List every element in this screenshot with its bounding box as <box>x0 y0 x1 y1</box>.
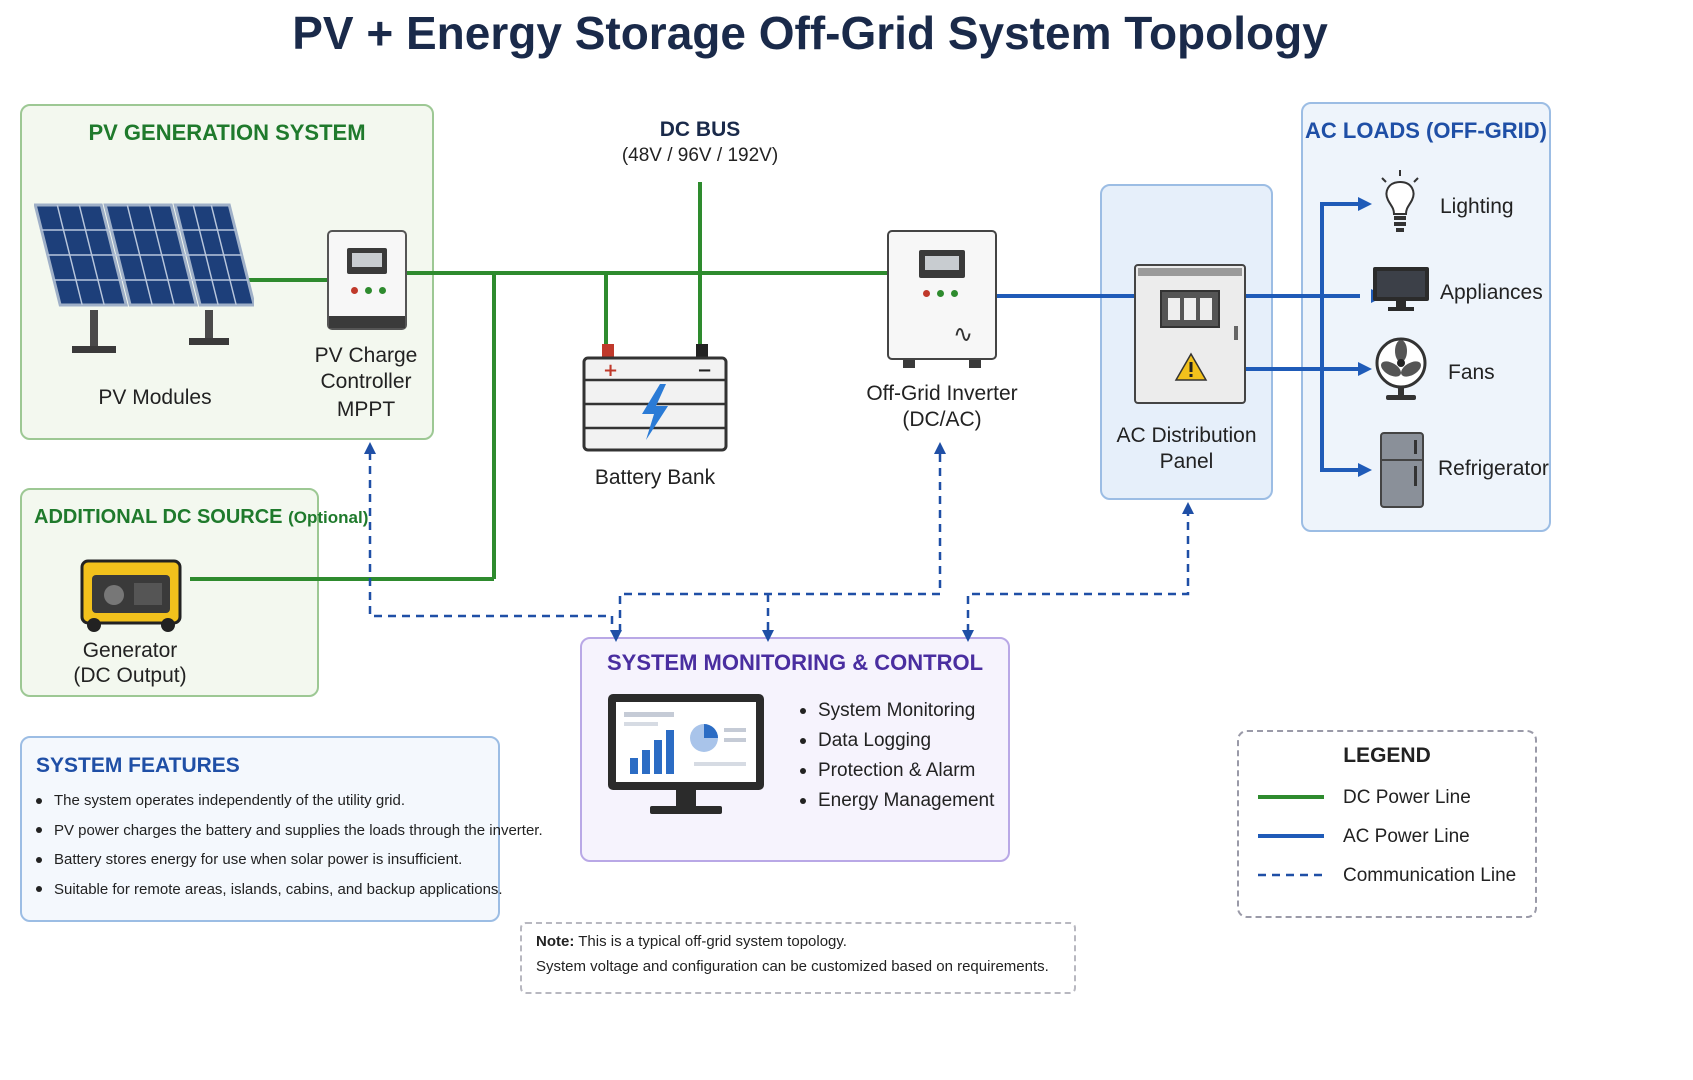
lightning-icon <box>642 384 668 440</box>
ac-loads-header: AC LOADS (OFF-GRID) <box>1305 118 1547 143</box>
load-refrigerator-label: Refrigerator <box>1438 457 1549 480</box>
legend-comm-label: Communication Line <box>1343 865 1517 886</box>
distribution-cabinet <box>1134 264 1246 404</box>
note-label: Note: <box>536 933 575 950</box>
additional-dc-header: ADDITIONAL DC SOURCE (Optional) <box>34 506 368 529</box>
additional-dc-optional: (Optional) <box>288 508 369 527</box>
controller-label-1: PV Charge <box>314 344 418 367</box>
note-line-1: Note: This is a typical off-grid system … <box>536 931 847 953</box>
feature-item: The system operates independently of the… <box>32 786 543 816</box>
solar-panel-icon <box>34 203 254 353</box>
solar-panel-cells <box>34 203 254 307</box>
inverter-leds <box>923 290 963 298</box>
features-panel <box>20 736 500 922</box>
fan-icon <box>1375 337 1427 400</box>
inverter-device: ∿ <box>887 230 997 368</box>
additional-dc-header-text: ADDITIONAL DC SOURCE <box>34 506 283 528</box>
monitoring-screen-icon <box>608 694 764 814</box>
generator-icon <box>80 559 182 632</box>
pv-modules-label: PV Modules <box>98 386 212 409</box>
distribution-label-1: AC Distribution <box>1116 424 1257 447</box>
breaker-module <box>1160 290 1220 328</box>
comm-arrowheads <box>364 442 1194 642</box>
battery-bank-label: Battery Bank <box>594 466 716 489</box>
monitoring-header: SYSTEM MONITORING & CONTROL <box>606 650 984 675</box>
svg-text:−: − <box>697 360 712 381</box>
controller-label-2: Controller <box>320 370 412 393</box>
communication-lines <box>368 452 1190 632</box>
monitoring-list: System Monitoring Data Logging Protectio… <box>796 696 994 816</box>
monitoring-item: Protection & Alarm <box>796 756 994 786</box>
controller-label-3: MPPT <box>336 398 396 421</box>
features-header: SYSTEM FEATURES <box>36 754 240 777</box>
load-appliances-label: Appliances <box>1440 281 1543 304</box>
controller-leds <box>349 287 389 295</box>
features-list: The system operates independently of the… <box>32 786 543 904</box>
inverter-label-1: Off-Grid Inverter <box>866 382 1018 405</box>
refrigerator-icon <box>1380 432 1424 508</box>
distribution-label-2: Panel <box>1159 450 1214 473</box>
monitoring-item: System Monitoring <box>796 696 994 726</box>
note-panel <box>520 922 1076 994</box>
feature-item: PV power charges the battery and supplie… <box>32 816 543 846</box>
legend-swatches <box>1258 795 1324 877</box>
note-text-1: This is a typical off-grid system topolo… <box>578 933 847 950</box>
page-title: PV + Energy Storage Off-Grid System Topo… <box>292 7 1328 59</box>
monitoring-item: Energy Management <box>796 786 994 816</box>
load-lighting-label: Lighting <box>1440 195 1514 218</box>
legend-title: LEGEND <box>1343 744 1431 767</box>
svg-text:+: + <box>603 360 618 381</box>
charge-controller-device <box>327 230 407 330</box>
controller-display <box>347 248 387 274</box>
sine-wave-icon: ∿ <box>953 320 974 348</box>
generator-label-2: (DC Output) <box>73 664 187 687</box>
battery-bank-icon: + − <box>582 344 728 452</box>
feature-item: Battery stores energy for use when solar… <box>32 845 543 875</box>
legend-dc-label: DC Power Line <box>1343 787 1471 808</box>
note-line-2: System voltage and configuration can be … <box>536 958 1049 975</box>
pv-generation-header: PV GENERATION SYSTEM <box>88 120 366 145</box>
generator-label-1: Generator <box>82 639 178 662</box>
dc-bus-voltages: (48V / 96V / 192V) <box>621 145 779 166</box>
warning-icon <box>1174 352 1208 381</box>
load-fans-label: Fans <box>1448 361 1495 384</box>
monitor-appliance-icon <box>1373 267 1429 311</box>
monitoring-item: Data Logging <box>796 726 994 756</box>
feature-item: Suitable for remote areas, islands, cabi… <box>32 875 543 905</box>
legend-ac-label: AC Power Line <box>1343 826 1470 847</box>
inverter-display <box>919 250 965 278</box>
legend-panel <box>1237 730 1537 918</box>
light-bulb-icon <box>1381 170 1419 232</box>
dc-bus-label: DC BUS <box>659 118 741 141</box>
inverter-label-2: (DC/AC) <box>902 408 982 431</box>
